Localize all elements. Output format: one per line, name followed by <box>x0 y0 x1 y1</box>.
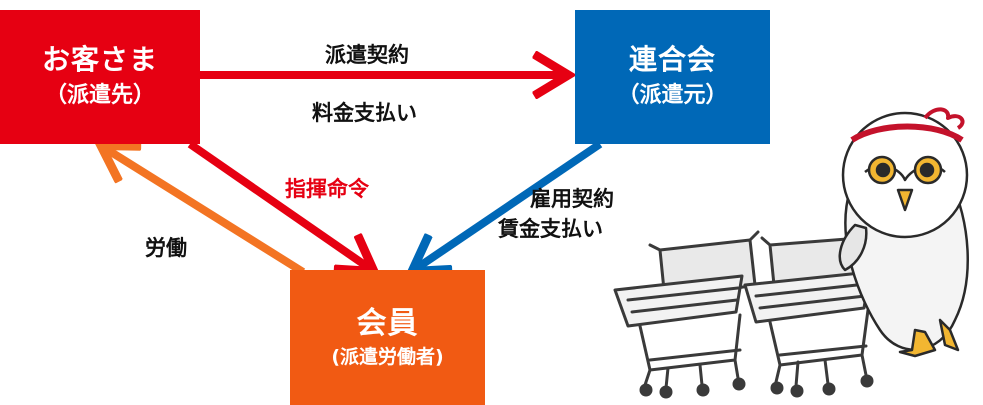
mascot-beak <box>896 188 914 212</box>
wage-label: 賃金支払い <box>498 217 603 241</box>
command-arrow <box>187 140 372 270</box>
member-subtitle: (派遣労働者) <box>331 345 444 368</box>
fee-label: 料金支払い <box>312 101 417 125</box>
agency-subtitle: （派遣元） <box>617 82 728 108</box>
employment-arrow <box>414 140 603 270</box>
labor-arrow <box>103 147 306 276</box>
client-node: お客さま （派遣先） <box>0 10 200 144</box>
mascot-illustration <box>838 107 969 358</box>
labor-label: 労働 <box>145 236 187 260</box>
agency-title: 連合会 <box>628 43 716 77</box>
agency-node: 連合会 （派遣元） <box>575 10 770 144</box>
mascot-foot <box>898 328 937 358</box>
member-node: 会員 (派遣労働者) <box>290 270 485 405</box>
mascot-headband <box>850 123 964 143</box>
mascot-wing <box>838 223 868 272</box>
command-label: 指揮命令 <box>285 177 369 201</box>
client-title: お客さま <box>41 43 158 77</box>
member-title: 会員 <box>356 305 419 341</box>
shopping-cart-left <box>613 230 760 399</box>
shopping-carts-illustration <box>613 228 874 399</box>
contract-label: 派遣契約 <box>325 43 409 67</box>
employment-label: 雇用契約 <box>530 187 614 211</box>
client-subtitle: （派遣先） <box>44 82 155 108</box>
